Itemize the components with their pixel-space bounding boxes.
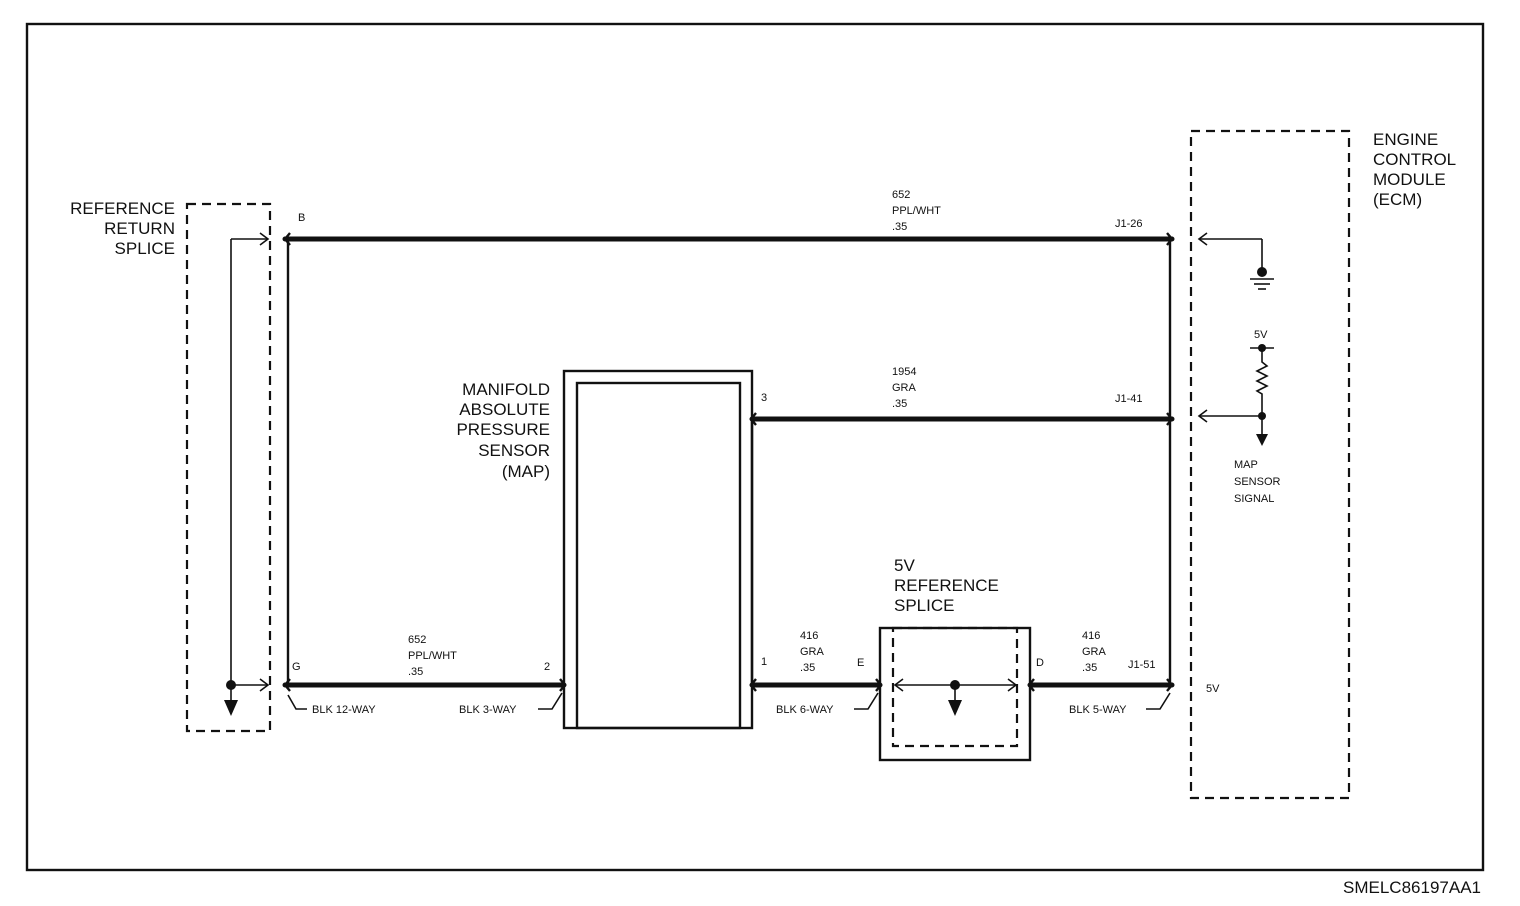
ecm-5v-bottom-label: 5V [1206, 683, 1220, 695]
wire-middle-gauge: .35 [892, 398, 907, 410]
wire-br-color: GRA [1082, 646, 1107, 658]
wire-middle-circuit: 1954 [892, 366, 916, 378]
wire-top-circuit: 652 [892, 189, 910, 201]
wire-bl-circuit: 652 [408, 634, 426, 646]
wire-br-circuit: 416 [1082, 630, 1100, 642]
connector-blk-3-way: BLK 3-WAY [459, 704, 517, 716]
wires [282, 236, 1175, 688]
wire-bm-circuit: 416 [800, 630, 818, 642]
connector-blk-6-way: BLK 6-WAY [776, 704, 834, 716]
wire-top-gauge: .35 [892, 221, 907, 233]
map-label-5: (MAP) [502, 462, 550, 481]
map-sensor [562, 369, 754, 730]
pin-e: E [857, 657, 864, 669]
connector-blk-12-way: BLK 12-WAY [312, 704, 376, 716]
wire-bl-color: PPL/WHT [408, 650, 457, 662]
pin-map-2: 2 [544, 661, 550, 673]
map-label-2: ABSOLUTE [459, 400, 550, 419]
wire-br-gauge: .35 [1082, 662, 1097, 674]
ref-return-label-1: REFERENCE [70, 199, 175, 218]
ecm-label-3: MODULE [1373, 170, 1446, 189]
map-label-4: SENSOR [478, 441, 550, 460]
pin-j1-51: J1-51 [1128, 659, 1156, 671]
map-signal-label-1: MAP [1234, 459, 1258, 471]
wire-bm-gauge: .35 [800, 662, 815, 674]
ecm-5v-label: 5V [1254, 329, 1268, 341]
ecm-box [1189, 129, 1351, 800]
pin-j1-41: J1-41 [1115, 393, 1143, 405]
ecm-label-2: CONTROL [1373, 150, 1456, 169]
splice-label-1: 5V [894, 556, 915, 575]
pin-j1-26: J1-26 [1115, 218, 1143, 230]
pin-map-1: 1 [761, 656, 767, 668]
map-signal-label-3: SIGNAL [1234, 493, 1274, 505]
ecm-label-1: ENGINE [1373, 130, 1438, 149]
splice-label-2: REFERENCE [894, 576, 999, 595]
wire-bl-gauge: .35 [408, 666, 423, 678]
pin-map-3: 3 [761, 392, 767, 404]
splice-label-3: SPLICE [894, 596, 954, 615]
ref-return-label-2: RETURN [104, 219, 175, 238]
five-v-reference-splice [878, 626, 1032, 762]
pin-d: D [1036, 657, 1044, 669]
pin-b: B [298, 212, 305, 224]
wire-bm-color: GRA [800, 646, 825, 658]
connector-leaders [287, 692, 1171, 710]
ref-return-label-3: SPLICE [115, 239, 175, 258]
map-label-1: MANIFOLD [462, 380, 550, 399]
diagram-border [25, 22, 1485, 872]
pin-g: G [292, 661, 301, 673]
ecm-label-4: (ECM) [1373, 190, 1422, 209]
reference-return-splice [185, 202, 272, 733]
map-label-3: PRESSURE [456, 420, 550, 439]
connector-blk-5-way: BLK 5-WAY [1069, 704, 1127, 716]
wire-top-color: PPL/WHT [892, 205, 941, 217]
map-signal-label-2: SENSOR [1234, 476, 1281, 488]
figure-id: SMELC86197AA1 [1343, 878, 1481, 897]
ground-icon [1197, 232, 1274, 290]
wire-middle-color: GRA [892, 382, 917, 394]
resistor-icon [1197, 344, 1274, 446]
connector-ticks [283, 232, 1174, 692]
